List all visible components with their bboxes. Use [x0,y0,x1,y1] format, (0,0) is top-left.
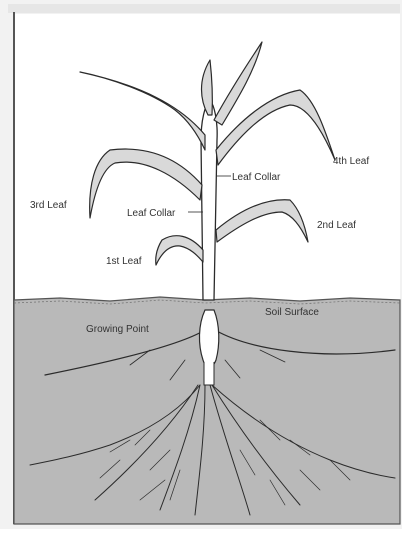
label-first-leaf: 1st Leaf [106,256,142,267]
stalk [201,100,217,300]
crown [204,362,214,385]
label-soil-surface: Soil Surface [265,307,319,318]
growing-point-node [199,310,218,368]
label-second-leaf: 2nd Leaf [317,220,356,231]
label-leaf-collar-lower: Leaf Collar [127,208,176,219]
top-margin-strip [8,4,400,13]
label-third-leaf: 3rd Leaf [30,200,67,211]
label-leaf-collar-upper: Leaf Collar [232,172,281,183]
label-growing-point: Growing Point [86,324,149,335]
label-fourth-leaf: 4th Leaf [333,156,369,167]
